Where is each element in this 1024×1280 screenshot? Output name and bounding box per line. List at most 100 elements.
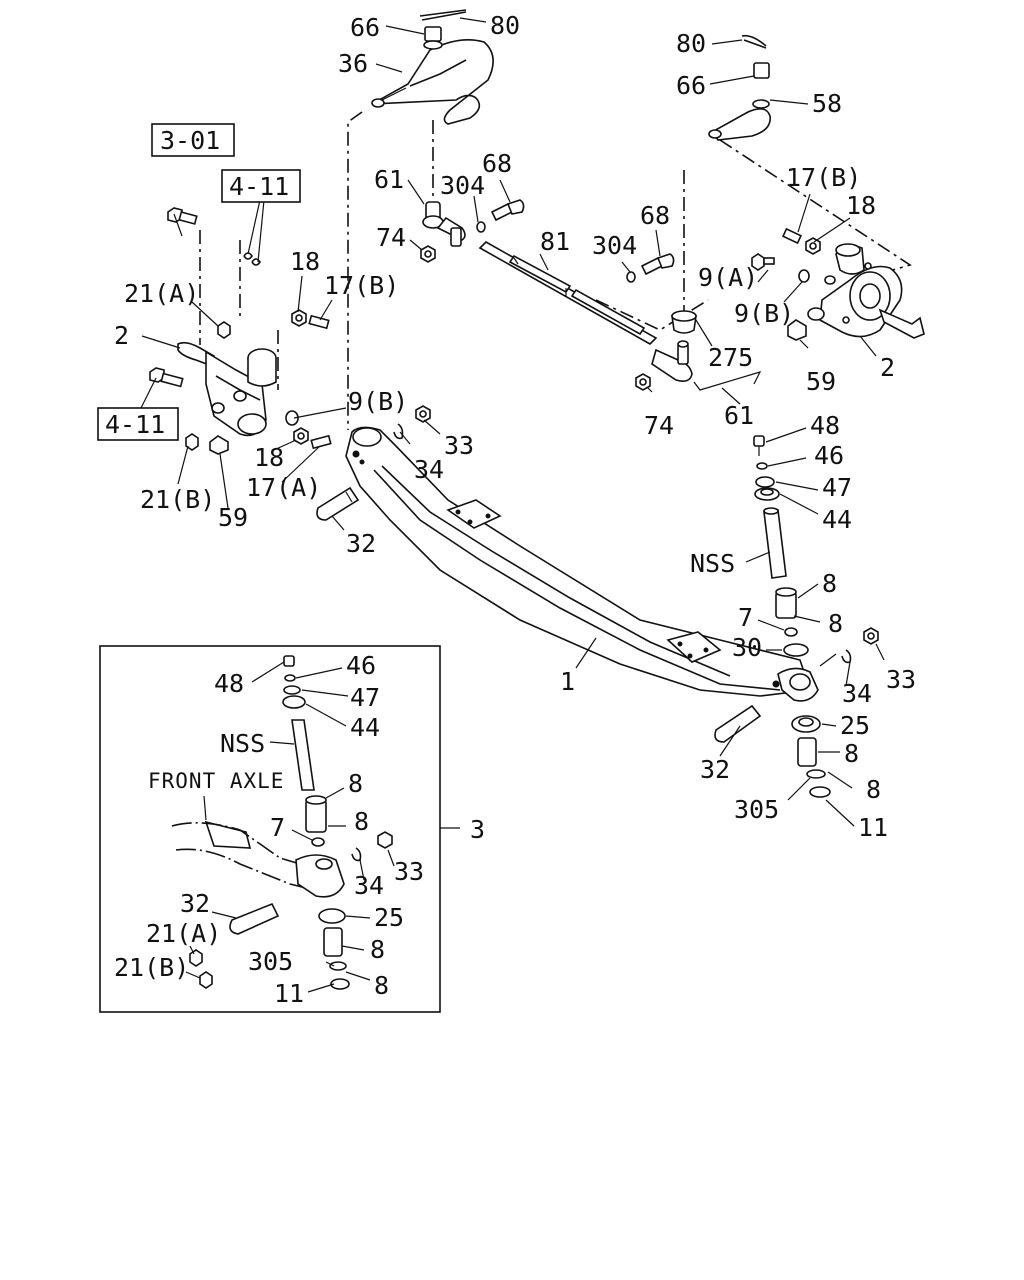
bolt-68-right <box>640 253 675 276</box>
inset-label-305: 305 <box>248 947 293 976</box>
steering-knuckle-left <box>177 341 277 437</box>
inset-label-44: 44 <box>350 713 380 742</box>
nut-74-right <box>635 373 651 391</box>
dust-boot-275 <box>671 310 697 334</box>
inset-label-3: 3 <box>470 815 485 844</box>
washer-304-right <box>626 271 636 283</box>
part-labels: 80 66 36 80 66 58 61 304 68 74 81 304 68… <box>114 11 916 842</box>
shim-7 <box>784 627 798 637</box>
label-58: 58 <box>812 89 842 118</box>
label-30: 30 <box>732 633 762 662</box>
cap-25 <box>791 715 821 733</box>
fitting-9a-right <box>751 253 775 271</box>
label-304-left: 304 <box>440 171 485 200</box>
label-33-right: 33 <box>886 665 916 694</box>
label-nss: NSS <box>690 549 735 578</box>
axle-beam-1 <box>345 426 819 702</box>
seal-47 <box>755 476 775 488</box>
cotter-pin-80-right <box>741 34 767 49</box>
nut-18-right <box>805 237 821 255</box>
cap-59-left <box>209 435 229 455</box>
cap-44 <box>754 487 780 501</box>
bolt-48 <box>753 435 765 456</box>
nut-66-right <box>753 62 770 79</box>
label-21b: 21(B) <box>140 485 215 514</box>
inset-label-21b: 21(B) <box>114 953 189 982</box>
inset-label-8-d: 8 <box>374 971 389 1000</box>
inset-label-47: 47 <box>350 683 380 712</box>
label-25: 25 <box>840 711 870 740</box>
washer-34-right <box>841 649 852 664</box>
label-17a: 17(A) <box>246 473 321 502</box>
label-80-right: 80 <box>676 29 706 58</box>
label-304-right: 304 <box>592 231 637 260</box>
label-36: 36 <box>338 49 368 78</box>
nut-66-top <box>423 26 443 50</box>
label-32-right: 32 <box>700 755 730 784</box>
label-61-left: 61 <box>374 165 404 194</box>
label-17b-right: 17(B) <box>786 163 861 192</box>
label-11: 11 <box>858 813 888 842</box>
bushing-8-upper <box>775 587 797 619</box>
bolt-17a-left <box>310 434 332 450</box>
label-1: 1 <box>560 667 575 696</box>
ref-box-4-11-upper[interactable]: 4-11 <box>221 169 301 203</box>
cap-59-right <box>787 319 807 341</box>
ref-4-11-upper-text: 4-11 <box>229 172 289 201</box>
inset-label-nss: NSS <box>220 729 265 758</box>
label-48: 48 <box>810 411 840 440</box>
inset-label-46: 46 <box>346 651 376 680</box>
cotter-pin-80-top <box>419 9 467 21</box>
washer-46 <box>756 462 768 470</box>
inset-label-7: 7 <box>270 813 285 842</box>
tie-rod-end-61-right <box>651 340 693 382</box>
label-8-a: 8 <box>822 569 837 598</box>
label-33-left: 33 <box>444 431 474 460</box>
label-74-right: 74 <box>644 411 674 440</box>
label-7: 7 <box>738 603 753 632</box>
steering-arm-36 <box>371 39 494 125</box>
label-68-right: 68 <box>640 201 670 230</box>
label-66-right: 66 <box>676 71 706 100</box>
label-74-left: 74 <box>376 223 406 252</box>
tie-rod-end-61-left <box>422 201 466 247</box>
label-18-right: 18 <box>846 191 876 220</box>
thrust-bearing-30 <box>783 643 809 657</box>
tie-rod-end-58 <box>708 99 771 141</box>
ref-3-01-text: 3-01 <box>160 126 220 155</box>
inset-caption: FRONT AXLE <box>148 769 284 793</box>
label-9a-right: 9(A) <box>698 263 758 292</box>
plug-9b-left <box>285 410 299 426</box>
inset-label-8-c: 8 <box>370 935 385 964</box>
label-275: 275 <box>708 343 753 372</box>
label-305: 305 <box>734 795 779 824</box>
label-80-top: 80 <box>490 11 520 40</box>
inset-label-33: 33 <box>394 857 424 886</box>
label-59-left: 59 <box>218 503 248 532</box>
ref-box-4-11-lower[interactable]: 4-11 <box>97 407 179 441</box>
label-2-left: 2 <box>114 321 129 350</box>
label-34-left: 34 <box>414 455 444 484</box>
label-47: 47 <box>822 473 852 502</box>
label-66-top: 66 <box>350 13 380 42</box>
label-8-b: 8 <box>828 609 843 638</box>
inset-label-8-a: 8 <box>348 769 363 798</box>
steering-knuckle-right <box>807 243 925 339</box>
washer-34-left <box>393 423 404 440</box>
label-9b-left: 9(B) <box>348 387 408 416</box>
inset-label-11: 11 <box>274 979 304 1008</box>
washer-304-left <box>476 221 486 233</box>
nut-18-left-bottom <box>293 427 309 445</box>
small-clip-4-11 <box>243 252 261 266</box>
label-9b-right: 9(B) <box>734 299 794 328</box>
bolt-3-01 <box>167 207 198 225</box>
label-68-left: 68 <box>482 149 512 178</box>
label-81: 81 <box>540 227 570 256</box>
inset-front-axle: FRONT AXLE <box>99 645 485 1013</box>
ref-box-3-01[interactable]: 3-01 <box>151 123 235 157</box>
fitting-21b <box>185 433 199 451</box>
label-61-right: 61 <box>724 401 754 430</box>
nut-33-left <box>415 405 431 423</box>
cotter-32-left <box>316 486 360 521</box>
